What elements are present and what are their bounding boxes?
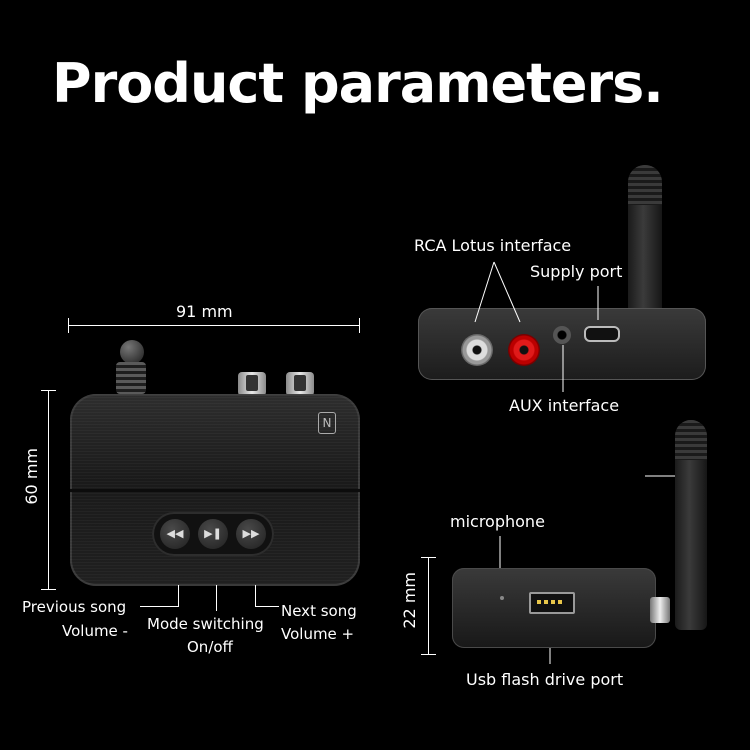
volume-minus-label: Volume - — [62, 622, 128, 640]
next-song-button[interactable]: ▶▶ — [236, 519, 266, 549]
height-dimension-tick-bottom — [41, 589, 56, 590]
height-dimension-line — [48, 390, 49, 590]
antenna-side — [675, 420, 707, 630]
next-song-label: Next song — [281, 602, 357, 620]
rca-lotus-interface-label: RCA Lotus interface — [414, 236, 572, 255]
width-dimension-label: 91 mm — [176, 302, 233, 321]
rca-jack-side — [650, 597, 670, 623]
antenna-knob — [114, 340, 148, 396]
rca-jack-top-right — [286, 372, 314, 396]
supply-port-label: Supply port — [530, 262, 623, 281]
width-dimension-line — [68, 325, 360, 326]
rca-white-jack — [461, 334, 493, 366]
rca-jack-top-left — [238, 372, 266, 396]
side-height-dimension-label: 22 mm — [400, 572, 419, 629]
side-height-tick-bottom — [421, 654, 436, 655]
callout-line-previous — [178, 585, 179, 607]
callout-line-previous-h — [140, 606, 179, 607]
control-panel: ◀◀ ▶❚ ▶▶ — [152, 512, 274, 556]
usb-flash-drive-port-label: Usb flash drive port — [466, 670, 624, 689]
play-pause-button[interactable]: ▶❚ — [198, 519, 228, 549]
microphone-label: microphone — [450, 512, 545, 531]
on-off-label: On/off — [187, 638, 233, 656]
nfc-icon: N — [318, 412, 336, 434]
page-title: Product parameters. — [52, 52, 664, 115]
aux-interface-label: AUX interface — [509, 396, 620, 415]
width-dimension-tick-right — [359, 318, 360, 333]
side-height-tick-top — [421, 557, 436, 558]
callout-line-mode — [216, 585, 217, 611]
width-dimension-tick-left — [68, 318, 69, 333]
microphone-hole — [500, 596, 504, 600]
device-front-view: N ◀◀ ▶❚ ▶▶ — [70, 394, 360, 586]
volume-plus-label: Volume + — [281, 625, 355, 643]
callout-line-next — [255, 585, 256, 607]
side-height-dimension-line — [428, 557, 429, 655]
usb-c-supply-port — [584, 326, 620, 342]
previous-song-button[interactable]: ◀◀ — [160, 519, 190, 549]
usb-flash-drive-port — [529, 592, 575, 614]
mode-switching-label: Mode switching — [147, 615, 264, 633]
height-dimension-tick-top — [41, 390, 56, 391]
aux-port — [553, 326, 571, 344]
rca-red-jack — [508, 334, 540, 366]
previous-song-label: Previous song — [22, 598, 127, 616]
callout-line-next-h — [255, 606, 279, 607]
